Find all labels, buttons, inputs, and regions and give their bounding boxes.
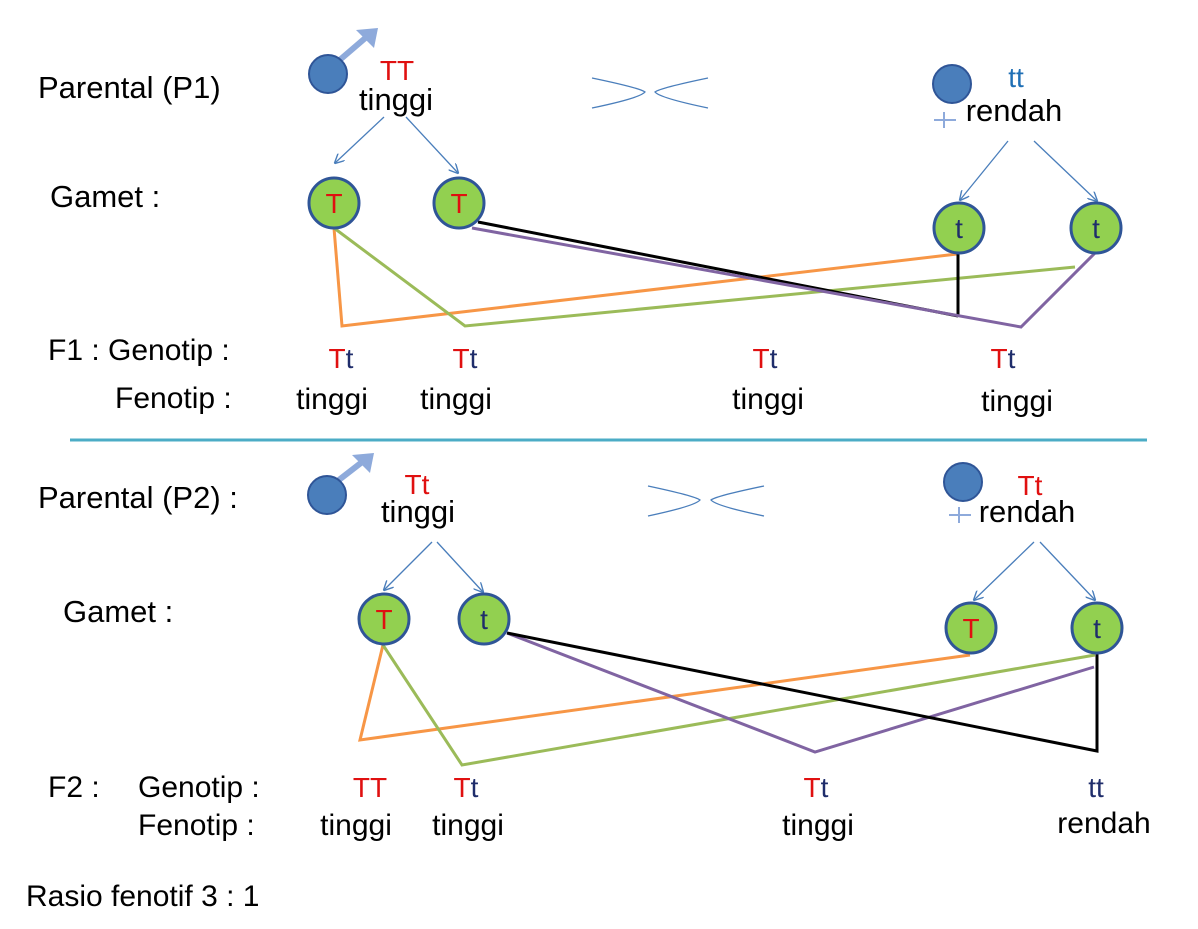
offspring-genotype: Tt [454, 772, 479, 803]
cross-symbol-icon [591, 77, 709, 109]
p2-gamete-label: Gamet : [63, 594, 173, 629]
svg-text:T: T [375, 604, 392, 635]
offspring-phenotype: tinggi [296, 383, 368, 416]
offspring-phenotype: tinggi [432, 809, 504, 842]
svg-text:T: T [450, 188, 467, 219]
gamete: T [432, 176, 486, 230]
svg-text:t: t [480, 604, 488, 635]
f2-offspring: TT tinggi Tt tinggi Tt tinggi tt rendah [320, 772, 1151, 842]
p1-female-phenotype: rendah [966, 93, 1063, 128]
gamete: T [944, 601, 998, 655]
svg-text:T: T [325, 188, 342, 219]
offspring-phenotype: tinggi [420, 383, 492, 416]
p2-pairing-lines [358, 631, 1099, 767]
male-symbol-icon [308, 28, 378, 94]
p2-gamete-arrows [384, 541, 1095, 600]
offspring-genotype: Tt [753, 343, 778, 374]
offspring-phenotype: tinggi [981, 385, 1053, 418]
male-symbol-icon [307, 453, 374, 515]
allele: TT [380, 55, 414, 86]
p1-pairing-lines [332, 220, 1098, 329]
gamete: t [932, 201, 986, 255]
p1-male-genotype: TT [380, 55, 414, 86]
phenotype-ratio: Rasio fenotif 3 : 1 [26, 880, 259, 913]
offspring-phenotype: tinggi [782, 809, 854, 842]
genotype-text: Tt [405, 469, 430, 500]
f2-genotype-label: Genotip : [138, 771, 260, 804]
offspring-genotype: Tt [453, 343, 478, 374]
p2-female-genotype: Tt [1018, 470, 1043, 501]
p1-female-genotype: tt [1008, 62, 1024, 93]
p2-male-phenotype: tinggi [381, 494, 455, 529]
f2-phenotype-label: Fenotip : [138, 809, 255, 842]
svg-text:t: t [955, 213, 963, 244]
gamete: T [357, 592, 411, 646]
p1-male-phenotype: tinggi [359, 82, 433, 117]
svg-text:T: T [962, 613, 979, 644]
p1-gamete-label: Gamet : [50, 179, 160, 214]
p2-female-phenotype: rendah [979, 494, 1076, 529]
offspring-genotype: TT [353, 772, 387, 803]
p2-label: Parental (P2) : [38, 480, 238, 515]
gamete: t [1069, 201, 1123, 255]
gamete: t [457, 592, 511, 646]
p1-gamete-arrows [335, 116, 1097, 201]
p2-male-genotype: Tt [405, 469, 430, 500]
offspring-phenotype: tinggi [320, 809, 392, 842]
f1-offspring: Tt tinggi Tt tinggi Tt tinggi Tt tinggi [296, 343, 1053, 418]
gamete: T [307, 176, 361, 230]
svg-text:t: t [1093, 613, 1101, 644]
offspring-genotype: Tt [804, 772, 829, 803]
f1-genotype-label: F1 : Genotip : [48, 334, 230, 367]
f1-phenotype-label: Fenotip : [115, 382, 232, 415]
p1-label: Parental (P1) [38, 70, 221, 105]
genotype-text: Tt [1018, 470, 1043, 501]
cross-symbol-icon [647, 485, 765, 517]
gamete: t [1070, 601, 1124, 655]
offspring-genotype: Tt [991, 343, 1016, 374]
offspring-phenotype: rendah [1057, 807, 1150, 840]
offspring-genotype: Tt [329, 343, 354, 374]
female-symbol-icon [932, 64, 972, 128]
f2-label: F2 : [48, 771, 100, 804]
offspring-phenotype: tinggi [732, 383, 804, 416]
female-symbol-icon [943, 462, 983, 523]
offspring-genotype: tt [1088, 772, 1104, 803]
svg-text:t: t [1092, 213, 1100, 244]
